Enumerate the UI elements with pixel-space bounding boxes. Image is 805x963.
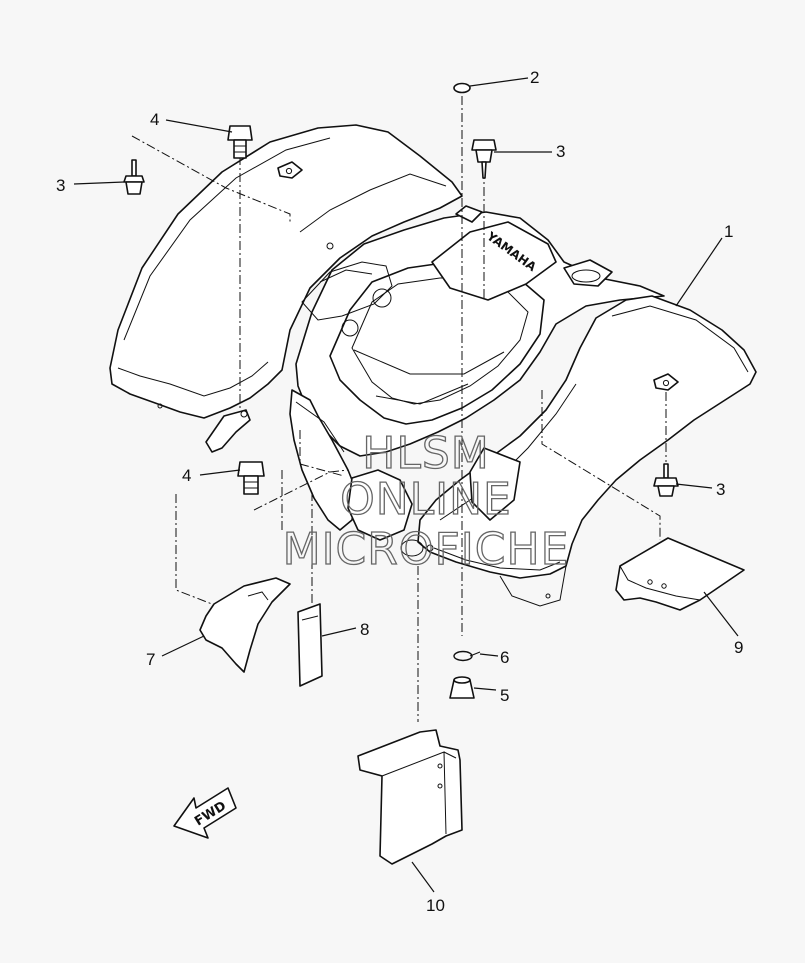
callout-3-left: 3 <box>56 176 65 195</box>
part-9-cover <box>615 537 745 611</box>
part-4-bolt-middle <box>237 461 265 495</box>
callout-7: 7 <box>146 650 155 669</box>
callout-1: 1 <box>724 222 733 241</box>
callout-10: 10 <box>426 896 445 915</box>
part-4-bolt-top <box>227 125 253 159</box>
callout-2: 2 <box>530 68 539 87</box>
fwd-direction-arrow: FWD <box>173 787 237 839</box>
callout-3-right: 3 <box>716 480 725 499</box>
callout-6: 6 <box>500 648 509 667</box>
assembly-guide-lines <box>131 96 667 722</box>
callout-9: 9 <box>734 638 743 657</box>
callout-5: 5 <box>500 686 509 705</box>
part-7-protector <box>199 577 291 673</box>
watermark: HLSM ONLINE MICROFICHE <box>282 427 570 575</box>
watermark-line-3: MICROFICHE <box>283 524 570 575</box>
part-3-screw-top <box>471 139 497 179</box>
part-6-clip <box>453 650 481 662</box>
watermark-line-2: ONLINE <box>340 474 512 525</box>
part-3-screw-upper-left <box>123 159 145 195</box>
part-5-grommet <box>449 676 475 699</box>
part-10-guard <box>357 729 463 865</box>
part-8-plate <box>297 603 323 687</box>
part-2-cap <box>453 82 471 94</box>
leader-lines <box>73 77 739 893</box>
watermark-line-1: HLSM <box>362 428 490 479</box>
callouts: 1 2 3 3 3 4 4 5 6 7 8 9 10 <box>56 68 743 915</box>
callout-4-middle: 4 <box>182 466 191 485</box>
part-3-screw-right <box>653 463 679 497</box>
callout-3-top: 3 <box>556 142 565 161</box>
callout-4-top: 4 <box>150 110 159 129</box>
rear-fender: YAMAHA <box>109 124 757 607</box>
callout-8: 8 <box>360 620 369 639</box>
